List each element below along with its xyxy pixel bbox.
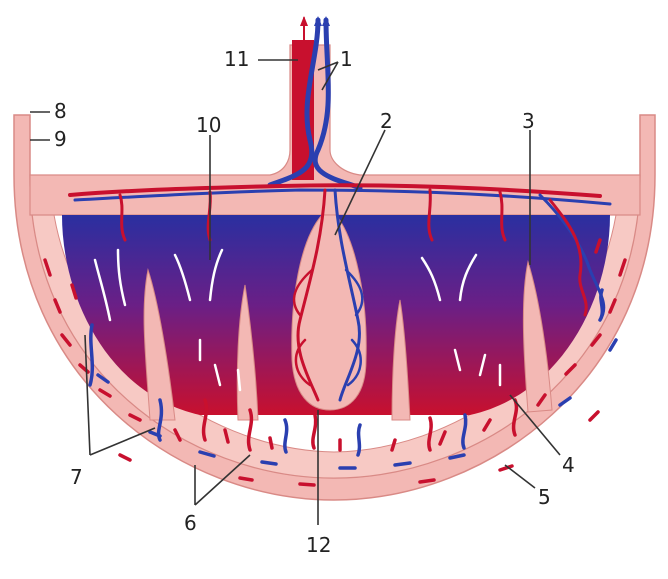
- arrow-up-head: [314, 16, 322, 26]
- label-11: 11: [224, 47, 249, 71]
- label-8: 8: [54, 99, 67, 123]
- label-2: 2: [380, 109, 393, 133]
- leader-5: [505, 465, 535, 488]
- label-9: 9: [54, 127, 67, 151]
- label-1: 1: [340, 47, 353, 71]
- label-7: 7: [70, 465, 83, 489]
- arrow-up-head: [300, 16, 308, 26]
- label-3: 3: [522, 109, 535, 133]
- label-5: 5: [538, 485, 551, 509]
- arrow-up-head: [322, 16, 330, 26]
- label-12: 12: [306, 533, 331, 557]
- label-6: 6: [184, 511, 197, 535]
- label-10: 10: [196, 113, 221, 137]
- label-4: 4: [562, 453, 575, 477]
